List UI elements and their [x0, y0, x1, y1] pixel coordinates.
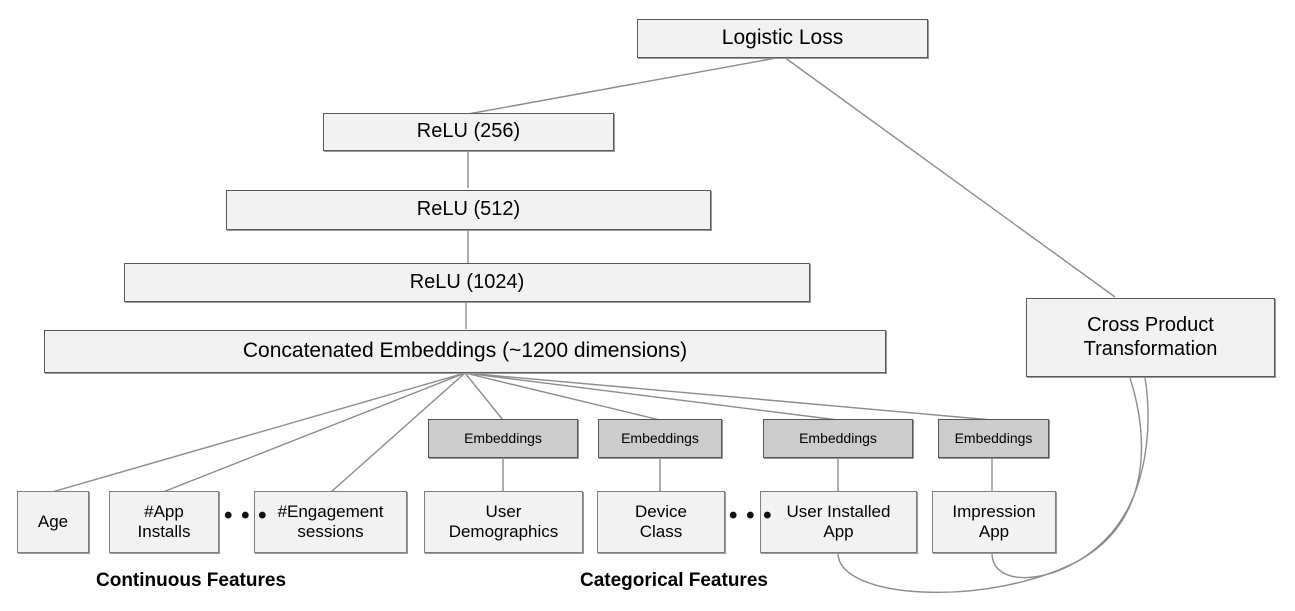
group-label-continuous-features: Continuous Features — [96, 570, 287, 591]
node-feature-app-installs-line1: #App — [144, 501, 184, 521]
node-relu-1024[interactable]: ReLU (1024) — [124, 263, 810, 302]
node-feature-device-class[interactable]: Device Class — [597, 491, 725, 553]
node-embeddings-impression-app-label: Embeddings — [954, 430, 1033, 447]
node-feature-impression-app-line1: Impression — [952, 501, 1036, 521]
edge-installed-app-to-crossproduct — [837, 377, 1143, 594]
edge-loss-to-crossproduct — [783, 56, 1116, 298]
node-embeddings-user-installed-app-label: Embeddings — [799, 430, 877, 447]
node-feature-impression-app-line2: App — [978, 522, 1010, 541]
edge-concat-to-emb-impression — [464, 372, 993, 421]
node-relu-512[interactable]: ReLU (512) — [226, 190, 711, 230]
node-feature-user-installed-app-line1: User Installed — [786, 501, 891, 521]
node-embeddings-user-demographics[interactable]: Embeddings — [428, 419, 578, 458]
node-concatenated-embeddings-label: Concatenated Embeddings (~1200 dimension… — [242, 339, 688, 363]
node-feature-age-label: Age — [37, 511, 69, 531]
group-label-categorical-features: Categorical Features — [580, 570, 768, 591]
edge-concat-to-emb-device — [464, 372, 661, 421]
node-cross-product-line1: Cross Product — [1087, 313, 1214, 336]
edge-concat-to-emb-demographics — [464, 372, 504, 421]
node-concatenated-embeddings[interactable]: Concatenated Embeddings (~1200 dimension… — [44, 330, 886, 373]
node-embeddings-user-demographics-label: Embeddings — [464, 430, 542, 447]
node-feature-impression-app[interactable]: Impression App — [932, 491, 1056, 553]
node-feature-app-installs-line2: Installs — [137, 522, 191, 541]
node-embeddings-impression-app[interactable]: Embeddings — [938, 419, 1049, 458]
node-feature-engagement-sessions-line1: #Engagement — [277, 501, 384, 521]
node-feature-app-installs[interactable]: #App Installs — [109, 491, 219, 553]
node-relu-1024-label: ReLU (1024) — [409, 270, 525, 293]
node-feature-user-installed-app-line2: App — [823, 522, 854, 541]
node-embeddings-user-installed-app[interactable]: Embeddings — [763, 419, 913, 458]
node-feature-user-demographics-line1: User — [485, 501, 522, 521]
node-feature-user-installed-app[interactable]: User Installed App — [760, 491, 917, 553]
node-cross-product-transformation[interactable]: Cross Product Transformation — [1026, 298, 1275, 377]
node-relu-256-label: ReLU (256) — [416, 120, 521, 143]
node-feature-user-demographics-line2: Demographics — [448, 522, 559, 541]
edge-concat-to-age — [51, 372, 466, 493]
node-logistic-loss-label: Logistic Loss — [721, 26, 844, 50]
edge-loss-to-relu256 — [467, 56, 783, 115]
node-feature-age[interactable]: Age — [17, 491, 89, 553]
edge-concat-to-emb-installed — [464, 372, 839, 421]
node-feature-user-demographics[interactable]: User Demographics — [424, 491, 583, 553]
node-relu-512-label: ReLU (512) — [416, 198, 521, 221]
node-embeddings-device-class[interactable]: Embeddings — [598, 419, 722, 458]
ellipsis-categorical-features: • • • — [729, 502, 773, 529]
node-cross-product-line2: Transformation — [1083, 337, 1218, 360]
node-logistic-loss[interactable]: Logistic Loss — [637, 19, 928, 58]
node-feature-device-class-line1: Device — [635, 501, 687, 521]
node-feature-device-class-line2: Class — [639, 522, 683, 541]
node-relu-256[interactable]: ReLU (256) — [323, 113, 614, 151]
node-feature-engagement-sessions[interactable]: #Engagement sessions — [254, 491, 407, 553]
ellipsis-continuous-features: • • • — [224, 502, 268, 529]
node-feature-engagement-sessions-line2: sessions — [297, 522, 364, 541]
node-embeddings-device-class-label: Embeddings — [621, 430, 699, 447]
edge-concat-to-app-installs — [162, 372, 466, 493]
